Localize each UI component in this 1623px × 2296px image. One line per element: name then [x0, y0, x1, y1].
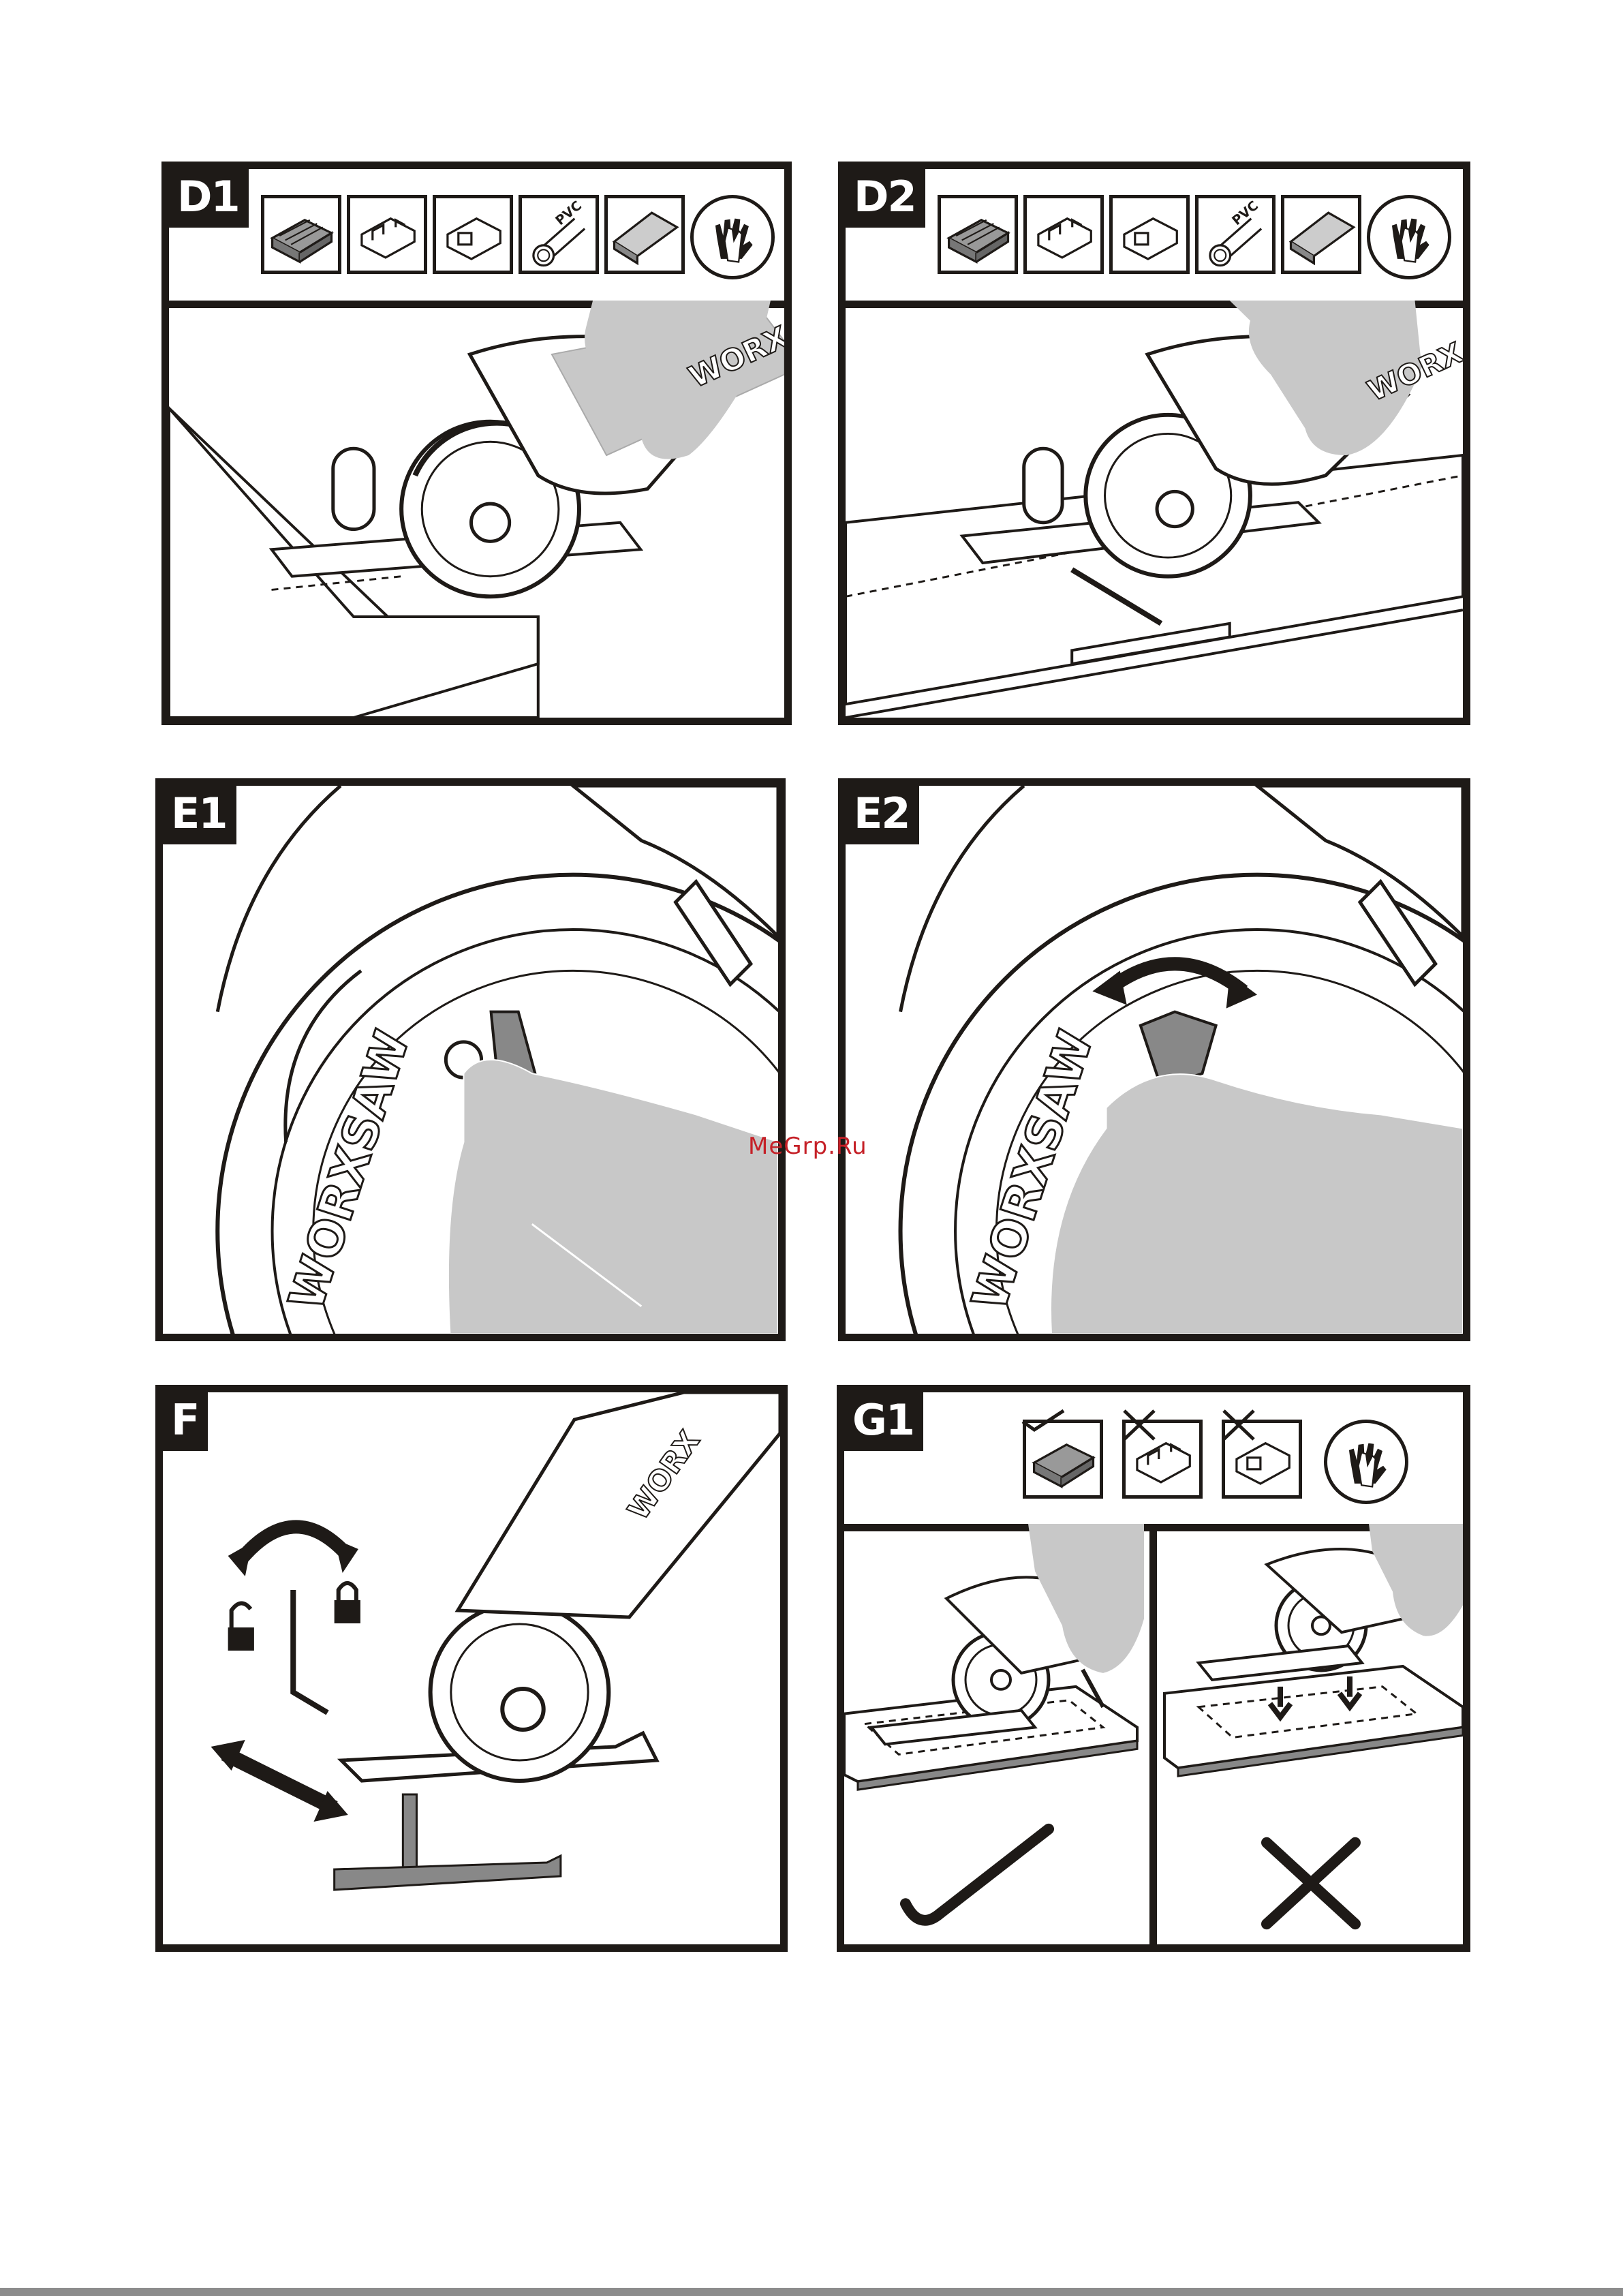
panel-label: E1 — [163, 786, 236, 844]
saw-cutting-board-scene: WORX — [169, 301, 784, 718]
metal-profile-icon — [1122, 1420, 1203, 1499]
square-tube-icon — [1109, 195, 1190, 274]
panel-e2: E2 WORXSAW — [838, 778, 1470, 1341]
panel-label: G1 — [844, 1392, 923, 1451]
watermark: MeGrp.Ru — [748, 1133, 867, 1160]
panel-header: PVC — [169, 169, 784, 308]
glove-icon — [690, 195, 775, 279]
panel-e1: E1 WORXSAW — [155, 778, 786, 1341]
panel-label: F — [163, 1392, 208, 1451]
panel-label: E2 — [846, 786, 919, 844]
panel-d2: D2 PVC — [838, 162, 1470, 725]
allowed-check-icon — [1019, 1408, 1067, 1435]
lock-icon — [335, 1583, 360, 1623]
wood-plank-icon — [261, 195, 341, 274]
wood-plank-icon — [938, 195, 1018, 274]
square-tube-icon — [433, 195, 513, 274]
panel-label: D2 — [846, 169, 925, 228]
not-allowed-x-icon — [1218, 1408, 1259, 1442]
blade-guard-lever-scene: WORXSAW — [163, 786, 778, 1334]
material-icons: PVC — [938, 195, 1451, 279]
tile-icon — [1281, 195, 1361, 274]
panel-label: D1 — [169, 169, 249, 228]
panel-header: PVC — [846, 169, 1463, 308]
not-allowed-x-icon — [1119, 1408, 1160, 1442]
glove-icon — [1324, 1420, 1408, 1504]
wood-plank-icon — [1023, 1420, 1103, 1499]
glove-icon — [1367, 195, 1451, 279]
panel-divider — [1149, 1524, 1157, 1944]
pvc-pipe-icon: PVC — [519, 195, 599, 274]
saw-rip-guide-scene: WORX — [846, 301, 1463, 718]
metal-profile-icon — [347, 195, 427, 274]
panel-header — [844, 1392, 1463, 1531]
panel-g1: G1 — [837, 1385, 1470, 1952]
blade-guard-rotate-scene: WORXSAW — [846, 786, 1463, 1334]
metal-profile-icon — [1023, 195, 1104, 274]
plunge-cut-comparison-scene — [844, 1524, 1463, 1944]
unlock-icon — [228, 1603, 254, 1651]
panel-d1: D1 PVC — [161, 162, 792, 725]
material-icons — [1023, 1420, 1408, 1504]
material-icons: PVC — [261, 195, 775, 279]
pvc-pipe-icon: PVC — [1195, 195, 1276, 274]
footer-bar — [0, 2288, 1623, 2296]
depth-adjust-scene: WORX — [163, 1392, 780, 1944]
panel-f: F WORX — [155, 1385, 788, 1952]
square-tube-icon — [1222, 1420, 1302, 1499]
tile-icon — [604, 195, 685, 274]
